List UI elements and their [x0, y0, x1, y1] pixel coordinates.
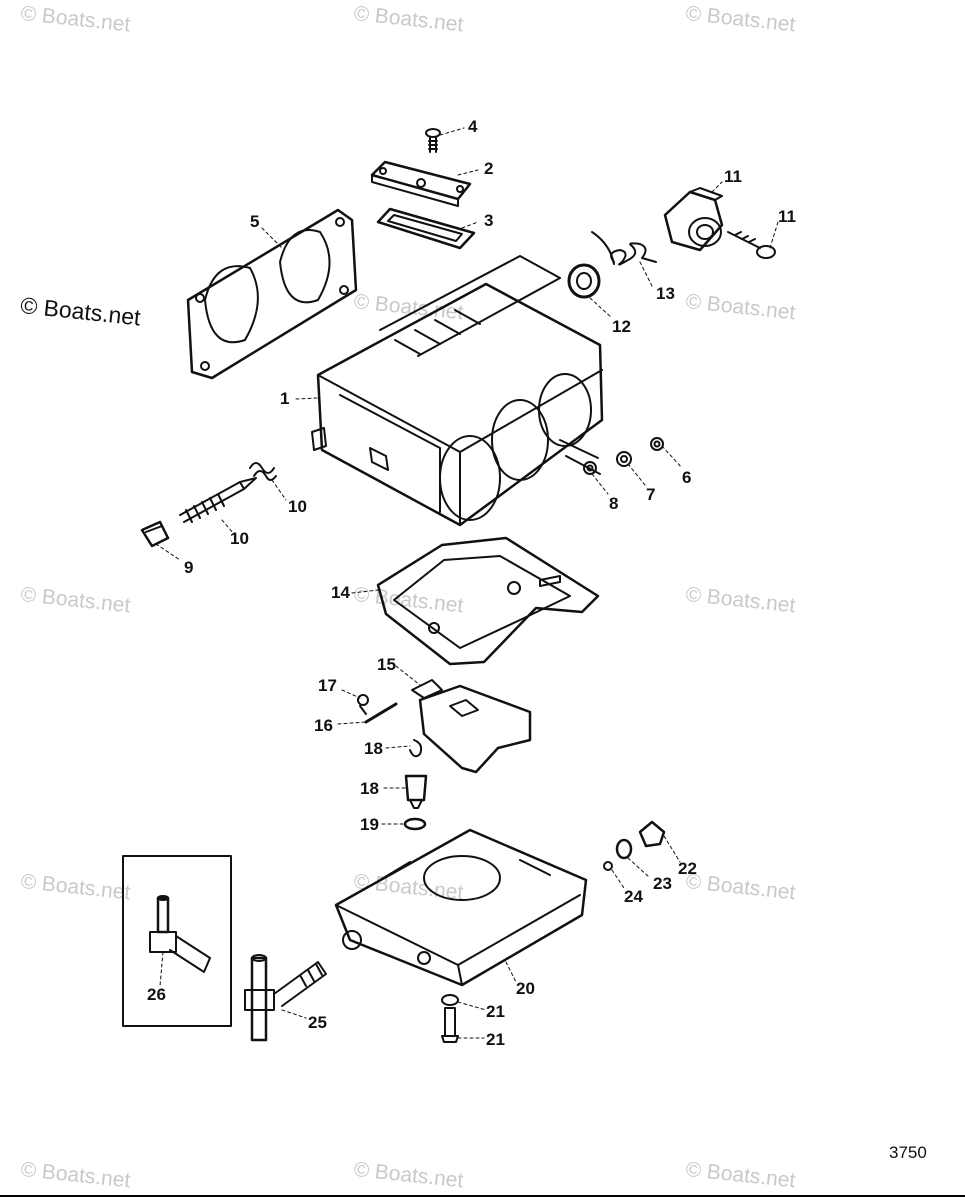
- callout-label: 26: [147, 985, 166, 1004]
- part-6-nut: [650, 437, 664, 451]
- callout-label: 1: [280, 389, 290, 408]
- callout-label: 2: [484, 159, 494, 178]
- callout-label: 12: [612, 317, 631, 336]
- part-11-choke-housing: [663, 187, 724, 252]
- callout-label: 18: [364, 739, 383, 758]
- part-24-screw: [603, 861, 613, 871]
- callout-label: 9: [184, 558, 194, 577]
- callout-label: 18: [360, 779, 379, 798]
- part-22-drain-plug: [638, 820, 666, 848]
- callout-label: 16: [314, 716, 333, 735]
- part-16-pin: [364, 702, 398, 724]
- callout-label: 15: [377, 655, 396, 674]
- part-17-screw: [357, 694, 369, 715]
- callout-label: 7: [646, 485, 656, 504]
- callout-label: 11: [724, 167, 742, 186]
- part-20-float-bowl: [334, 828, 588, 987]
- callout-label: 11: [778, 207, 796, 226]
- part-2-cover-plate: [370, 160, 472, 207]
- callout-label: 21: [486, 1002, 505, 1021]
- part-19-washer: [403, 817, 427, 831]
- part-23-washer: [615, 838, 633, 860]
- part-21-washer: [441, 994, 459, 1006]
- callout-label: 10: [230, 529, 249, 548]
- callout-label: 22: [678, 859, 697, 878]
- callout-label: 20: [516, 979, 535, 998]
- part-1-carburetor-body: [311, 255, 604, 527]
- callout-label: 17: [318, 676, 337, 695]
- part-10-needle: [179, 477, 257, 523]
- part-26-inset-box: [122, 855, 232, 1027]
- part-4-screw: [425, 128, 441, 153]
- callout-label: 10: [288, 497, 307, 516]
- part-3-gasket: [376, 207, 476, 250]
- part-18-needle-valve: [404, 774, 428, 809]
- bottom-rule: [0, 1195, 965, 1197]
- part-11-screw: [727, 231, 776, 259]
- part-25-fitting: [244, 954, 327, 1042]
- part-10-spring: [249, 462, 277, 481]
- part-14-gasket: [376, 536, 600, 666]
- leader-lines: [155, 127, 779, 1039]
- part-8-nut: [583, 461, 597, 475]
- callout-label: 25: [308, 1013, 327, 1032]
- part-9-plug: [140, 520, 170, 548]
- callout-label: 14: [331, 583, 350, 602]
- figure-number: 3750: [889, 1143, 927, 1162]
- part-21-bolt: [441, 1007, 459, 1043]
- callout-label: 24: [624, 887, 643, 906]
- callout-label: 6: [682, 468, 692, 487]
- callout-label: 5: [250, 212, 260, 231]
- callout-label: 19: [360, 815, 379, 834]
- part-12-seal: [567, 263, 601, 299]
- part-7-nut: [616, 451, 632, 467]
- part-13-spring: [591, 231, 657, 266]
- part-26-elbow-fitting: [149, 895, 211, 973]
- callout-label: 3: [484, 211, 494, 230]
- callout-label: 21: [486, 1030, 505, 1049]
- callout-label: 4: [468, 117, 478, 136]
- part-15-float: [411, 679, 532, 774]
- callout-label: 13: [656, 284, 675, 303]
- part-18-clip: [409, 739, 423, 758]
- callout-label: 23: [653, 874, 672, 893]
- part-5-flange-gasket: [186, 208, 358, 380]
- callout-label: 8: [609, 494, 619, 513]
